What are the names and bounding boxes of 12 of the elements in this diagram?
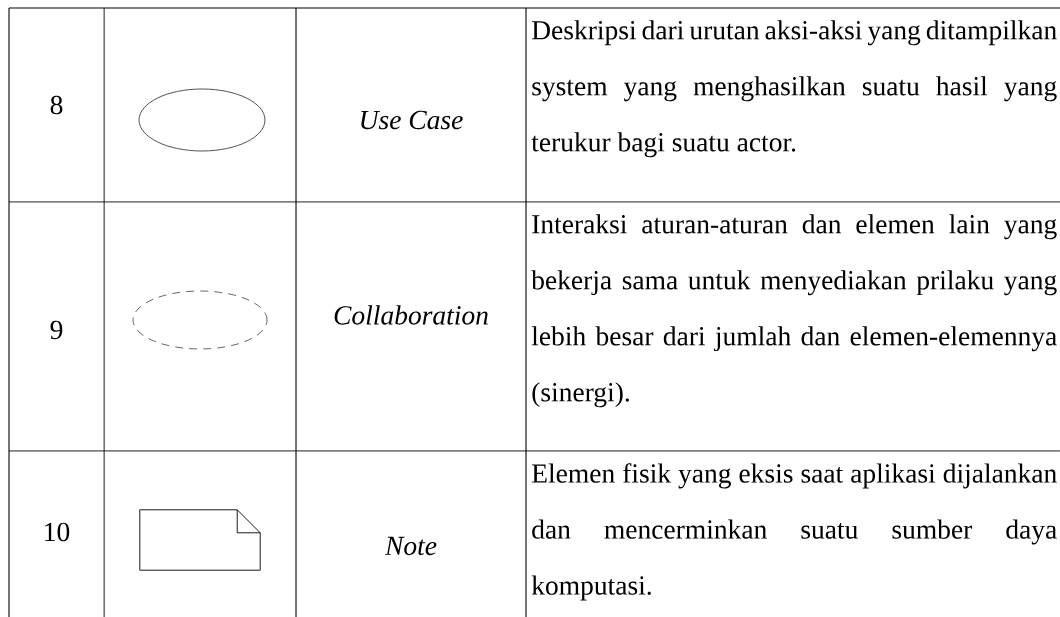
description-text: Deskripsi dari urutan aksi-aksi yang ditampilkan system yang menghasilkan suatu hasil yang terukur bagi suatu actor.: [531, 20, 1057, 158]
element-name: Collaboration: [334, 305, 488, 325]
row-number: 9: [50, 320, 63, 340]
row-number: 8: [50, 95, 63, 115]
note-symbol: [139, 509, 261, 571]
description-text: Elemen fisik yang eksis saat aplikasi dijalankan dan mencerminkan suatu sumber daya komputasi.: [531, 463, 1057, 601]
dashed-ellipse-symbol: [132, 290, 268, 350]
element-name: Note: [384, 536, 437, 556]
element-name: Use Case: [361, 110, 463, 130]
row-number: 10: [45, 522, 70, 542]
ellipse-symbol: [138, 88, 266, 152]
description-text: Interaksi aturan-aturan dan elemen lain yang bekerja sama untuk menyediakan prilaku yang lebih besar dari jumlah dan elemen-elemennya (sinergi).: [531, 214, 1057, 408]
